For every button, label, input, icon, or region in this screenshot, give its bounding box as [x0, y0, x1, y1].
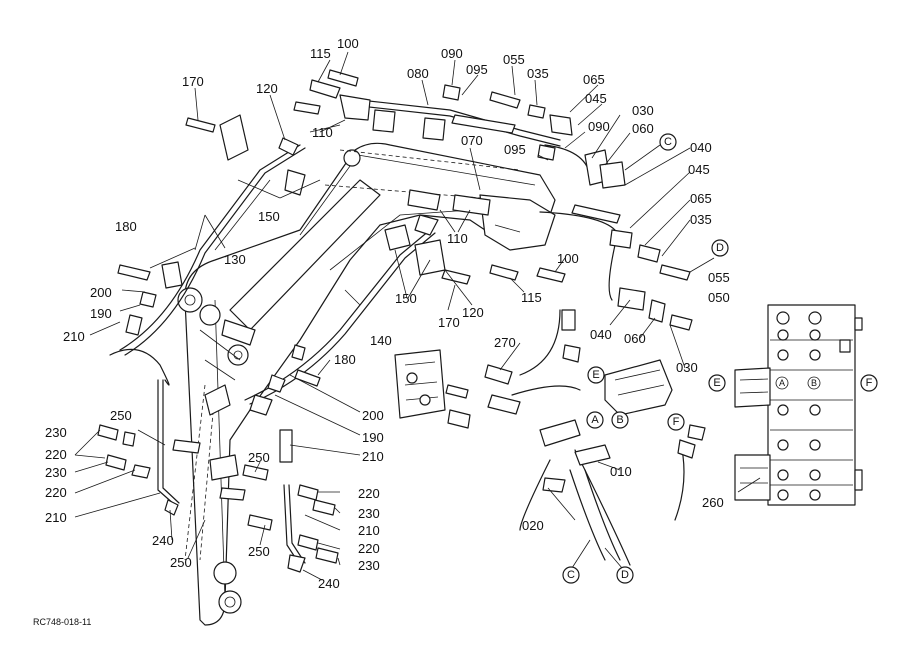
- callout-240-right: 240: [318, 576, 340, 591]
- port-marker-c-top: [659, 133, 677, 151]
- callout-030-top: 030: [632, 103, 654, 118]
- port-b-mid: B: [616, 414, 623, 426]
- callout-100-mid: 100: [557, 251, 579, 266]
- callout-010: 010: [610, 464, 632, 479]
- callout-200-left: 210: [63, 329, 85, 344]
- callout-090-mid: 090: [588, 119, 610, 134]
- callout-065-right: 065: [690, 191, 712, 206]
- callout-030-bottom: 030: [676, 360, 698, 375]
- callout-190-left: 200: [90, 285, 112, 300]
- port-f-mid: F: [673, 416, 680, 428]
- callout-140: 140: [370, 333, 392, 348]
- port-c-top: C: [664, 136, 672, 148]
- port-marker-b-valve: [807, 376, 821, 390]
- port-marker-a-mid: [586, 411, 604, 429]
- callout-150-mid: 150: [395, 291, 417, 306]
- port-f-valve: F: [866, 377, 873, 389]
- port-e-valve: E: [713, 377, 720, 389]
- callout-250-bottom-right: 250: [248, 544, 270, 559]
- callout-220-left-1: 220: [45, 447, 67, 462]
- callout-250-left: 250: [110, 408, 132, 423]
- callout-110-mid: 110: [447, 231, 468, 246]
- callout-200-mid: 210: [362, 449, 384, 464]
- callout-180-left: 190: [90, 306, 112, 321]
- callout-230-left-1: 230: [45, 425, 67, 440]
- callout-060-top: 060: [632, 121, 654, 136]
- callout-035-right: 035: [690, 212, 712, 227]
- port-a-mid: A: [591, 414, 599, 426]
- callout-260: 260: [702, 495, 724, 510]
- callout-040-bottom: 040: [590, 327, 612, 342]
- callout-035-top: 035: [527, 66, 549, 81]
- callout-220-right-2: 220: [358, 541, 380, 556]
- callout-020: 020: [522, 518, 544, 533]
- port-marker-c-bottom: [562, 566, 580, 584]
- port-c-bottom: C: [567, 569, 575, 581]
- leader-lines: [74, 51, 761, 581]
- drawing-code: RC748-018-11: [33, 617, 91, 627]
- control-valve-260: [734, 304, 863, 506]
- callout-120-top: 120: [256, 81, 278, 96]
- callout-220-right-1: 220: [358, 486, 380, 501]
- callout-115-mid: 115: [521, 290, 542, 305]
- callout-210-right: 210: [358, 523, 380, 538]
- callout-095-mid: 095: [504, 142, 526, 157]
- port-a-valve: A: [779, 378, 785, 388]
- callout-180-mid: 190: [362, 430, 384, 445]
- fittings: [97, 69, 706, 573]
- port-marker-e-valve: [708, 374, 726, 392]
- callout-070: 070: [461, 133, 483, 148]
- callout-090-top: 090: [441, 46, 463, 61]
- callout-120-mid: 120: [462, 305, 484, 320]
- port-marker-d-bottom: [616, 566, 634, 584]
- callout-060-bottom: 060: [624, 331, 646, 346]
- callout-050: 050: [708, 290, 730, 305]
- port-marker-d-top: [711, 239, 729, 257]
- port-marker-f-valve: [860, 374, 878, 392]
- callout-040-top: 040: [690, 140, 712, 155]
- callout-270: 270: [494, 335, 516, 350]
- port-marker-b-mid: [611, 411, 629, 429]
- callout-160-mid: 170: [438, 315, 460, 330]
- callout-055-right: 055: [708, 270, 730, 285]
- callout-055-top: 055: [503, 52, 525, 67]
- callout-160-top: 170: [182, 74, 204, 89]
- callout-230-left-2: 230: [45, 465, 67, 480]
- callout-065-top: 065: [583, 72, 605, 87]
- callout-230-right-2: 230: [358, 558, 380, 573]
- callout-220-left-2: 220: [45, 485, 67, 500]
- callout-170-left: 180: [115, 219, 137, 234]
- port-d-top: D: [716, 242, 724, 254]
- callout-110-top: 110: [312, 125, 333, 140]
- callout-190-mid: 200: [362, 408, 384, 423]
- callout-150-top: 150: [258, 209, 280, 224]
- callout-250-right: 250: [248, 450, 270, 465]
- callout-230-right-1: 230: [358, 506, 380, 521]
- callout-240-left: 240: [152, 533, 174, 548]
- callout-115-top: 115: [310, 46, 331, 61]
- callout-100-top: 100: [337, 36, 359, 51]
- port-markers: C D E A B F C D E F A B: [562, 133, 878, 584]
- callout-170-mid: 180: [334, 352, 356, 367]
- port-marker-f-mid: [667, 413, 685, 431]
- port-d-bottom: D: [621, 569, 629, 581]
- callout-045-right: 045: [688, 162, 710, 177]
- callout-210-left: 210: [45, 510, 67, 525]
- pipes-and-hoses: [109, 99, 685, 566]
- callout-095-top: 095: [466, 62, 488, 77]
- callout-130: 130: [224, 252, 246, 267]
- callout-045-top: 045: [585, 91, 607, 106]
- callout-080: 080: [407, 66, 429, 81]
- port-marker-a-valve: [775, 376, 789, 390]
- port-marker-e-mid: [587, 366, 605, 384]
- callout-250-bottom-left: 250: [170, 555, 192, 570]
- callout-labels: 170 120 115 100 110 080 090 095 055 035 …: [45, 36, 730, 591]
- port-b-valve: B: [811, 378, 817, 388]
- boom-drawing: [177, 142, 556, 626]
- port-e-mid: E: [592, 369, 599, 381]
